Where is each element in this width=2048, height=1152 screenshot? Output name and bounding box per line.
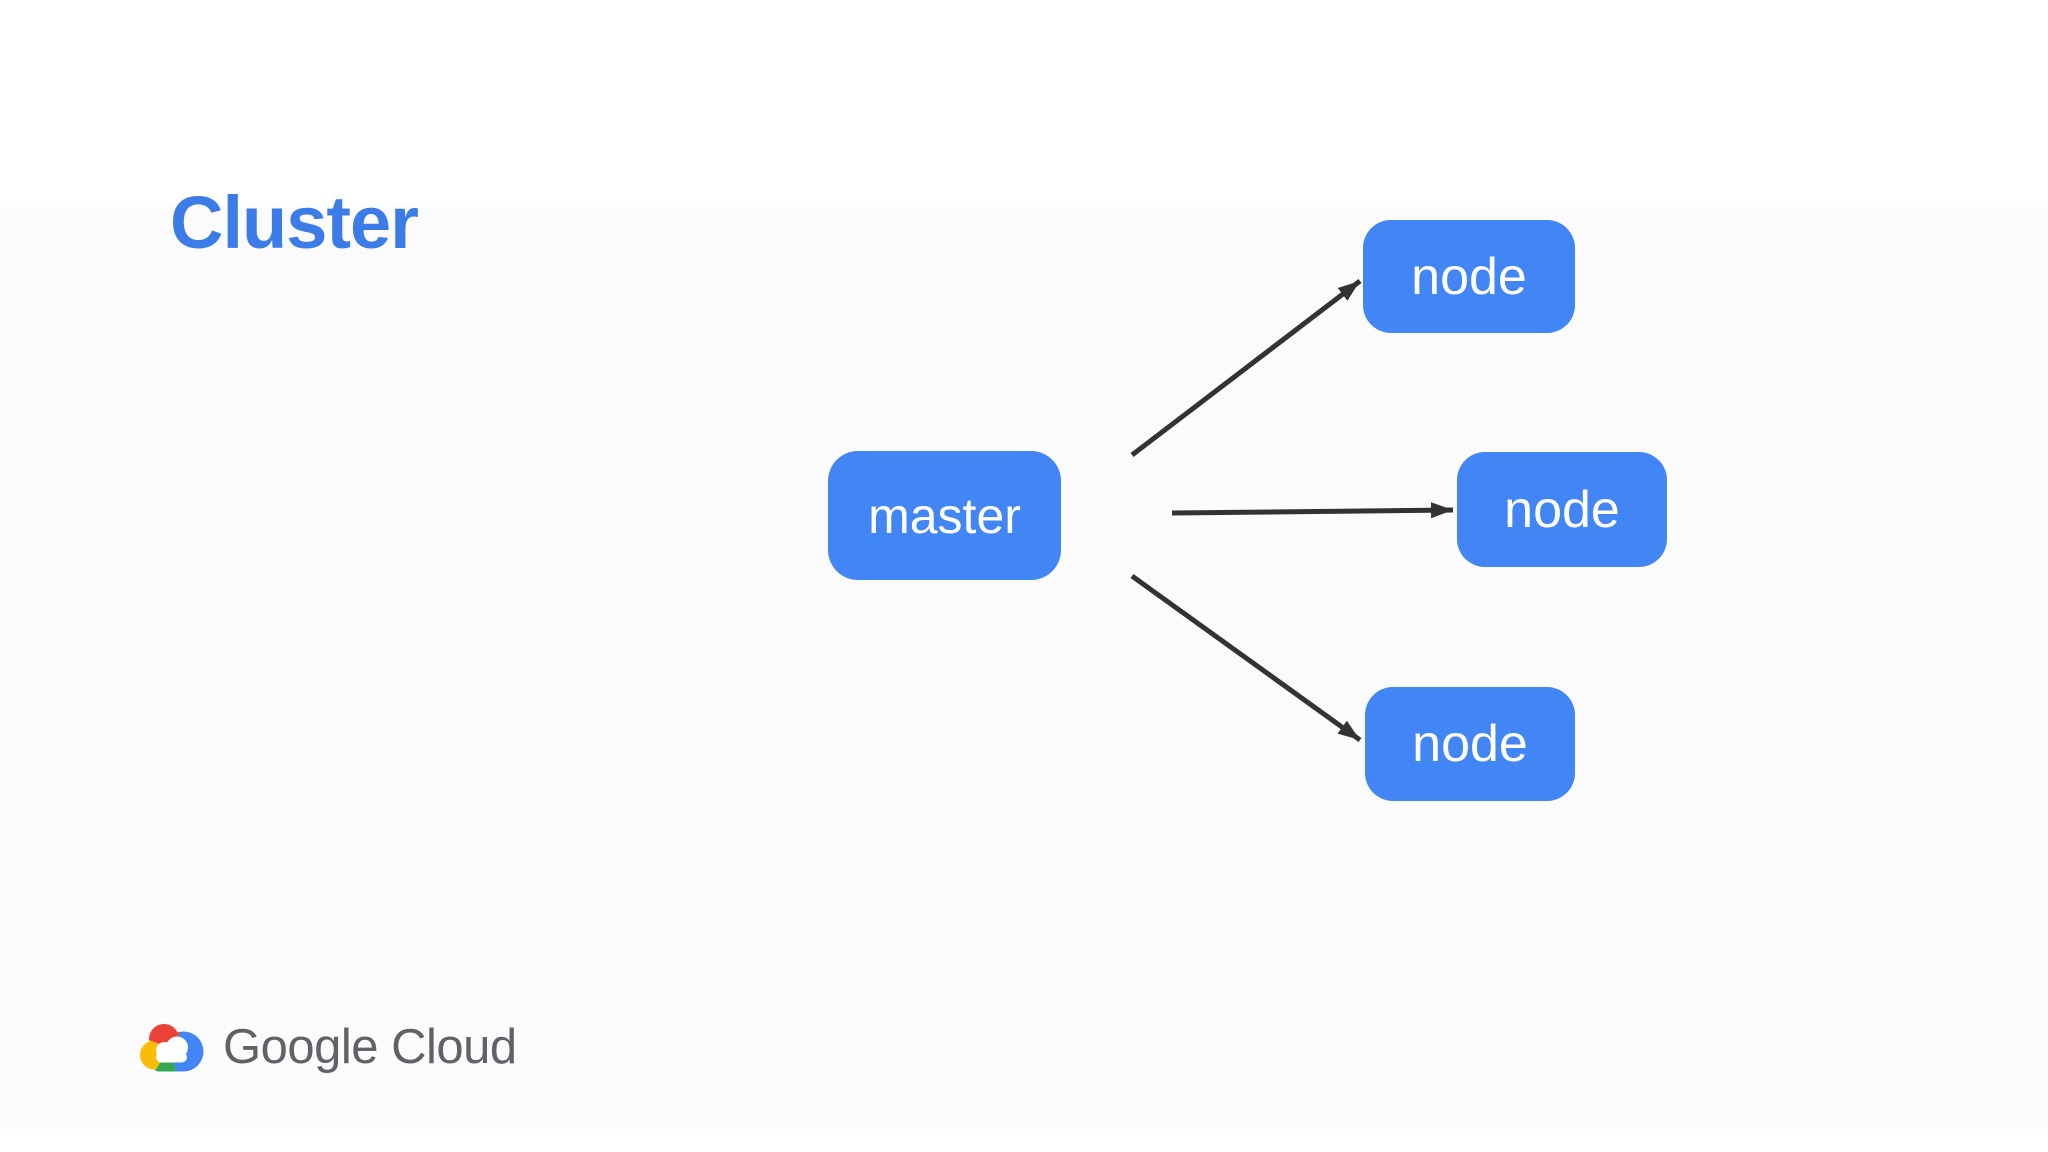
- cloud-negative-space: [156, 1036, 188, 1063]
- google-cloud-wordmark: Google Cloud: [223, 1020, 517, 1074]
- node-label-2: node: [1504, 480, 1620, 539]
- google-cloud-logo: Google Cloud: [138, 1016, 517, 1078]
- node-label-1: node: [1411, 247, 1527, 306]
- node-label-3: node: [1412, 715, 1528, 773]
- slide-title: Cluster: [170, 181, 419, 264]
- arrow-master-to-node-3: [1130, 573, 1362, 743]
- google-cloud-icon: [140, 1024, 204, 1072]
- arrow-master-to-node-1: [1130, 279, 1362, 457]
- node-box-2: node: [1457, 452, 1667, 567]
- node-box-1: node: [1363, 220, 1575, 333]
- master-box: master: [828, 451, 1061, 580]
- arrow-master-to-node-2: [1171, 502, 1454, 519]
- master-label: master: [868, 487, 1021, 544]
- node-box-3: node: [1365, 687, 1575, 801]
